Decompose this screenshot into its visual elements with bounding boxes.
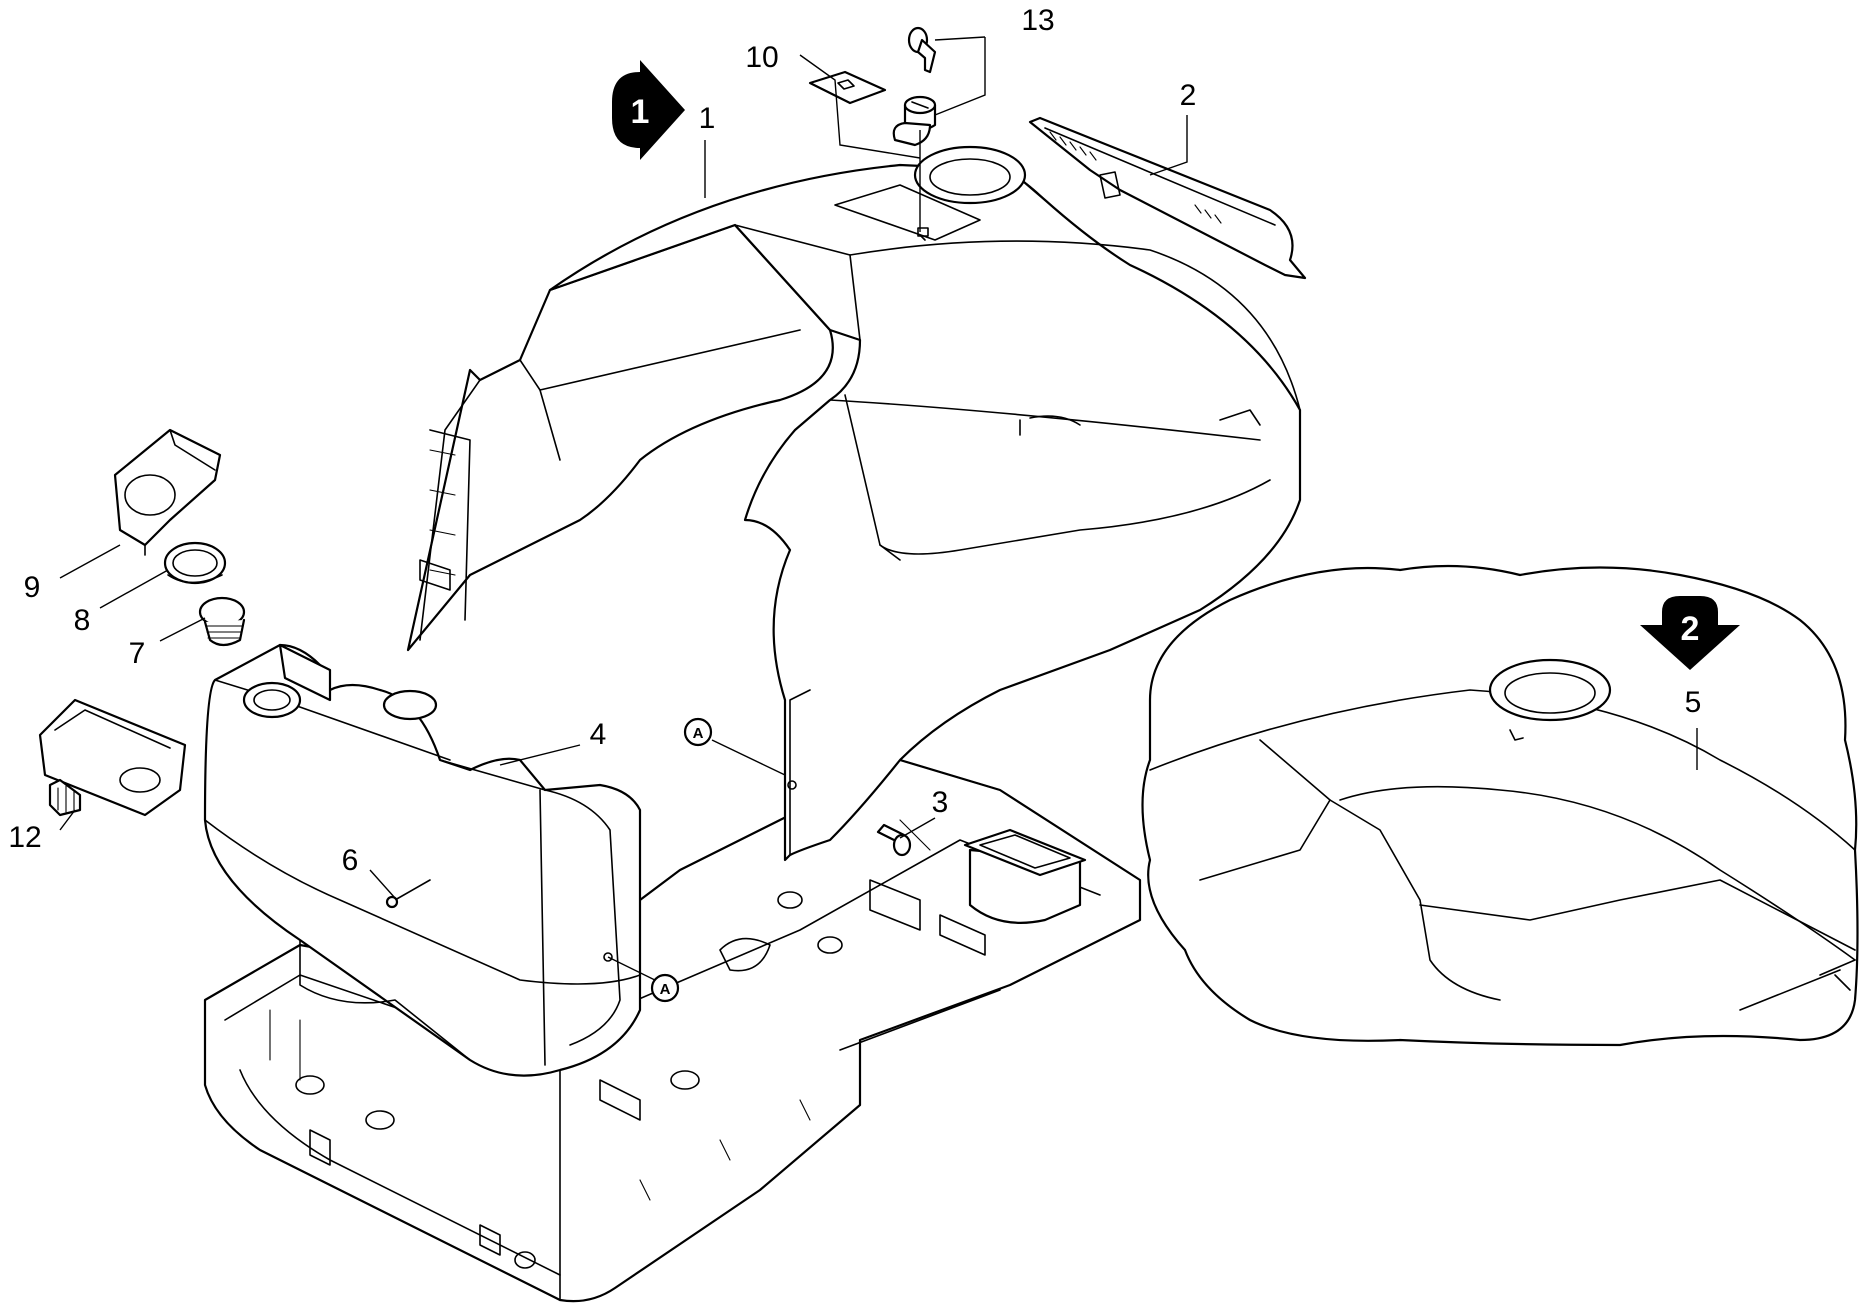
callout-labels: 1 2 3 4 5 6 7 8 9 10 12 13 — [8, 4, 1701, 877]
callout-6: 6 — [342, 844, 359, 877]
reference-point-label: A — [693, 725, 704, 742]
part-3-screw — [876, 823, 912, 857]
view-marker-label: 2 — [1681, 610, 1700, 648]
side-cover-panel — [1028, 116, 1307, 280]
part-12-holder — [38, 698, 187, 817]
leader-lines — [59, 36, 1698, 986]
callout-4: 4 — [590, 718, 607, 751]
callout-3: 3 — [932, 786, 949, 819]
part-7-filter — [198, 596, 246, 647]
reference-point-label: A — [660, 981, 671, 998]
view-marker-2: 2 — [1640, 596, 1740, 670]
reference-point-a-upper: A — [683, 717, 713, 747]
reference-point-a-lower: A — [650, 973, 680, 1003]
view-marker-label: 1 — [631, 93, 650, 131]
main-hood — [548, 145, 1302, 862]
part-9-cap — [113, 428, 222, 556]
water-tank — [203, 643, 642, 1077]
detail-view-2 — [1141, 564, 1859, 1047]
part-6-screw — [385, 879, 431, 909]
callout-8: 8 — [74, 604, 91, 637]
view-marker-1: 1 — [612, 60, 685, 160]
callout-5: 5 — [1685, 686, 1702, 719]
hood-left-panel — [406, 223, 834, 652]
callout-12: 12 — [8, 821, 41, 854]
callout-2: 2 — [1180, 79, 1197, 112]
base-switch-pod — [963, 828, 1087, 924]
part-8-ring — [163, 541, 227, 585]
callout-1: 1 — [699, 102, 716, 135]
callout-10: 10 — [745, 41, 778, 74]
hood-label-plate — [917, 227, 929, 237]
callout-7: 7 — [129, 637, 146, 670]
part-10-plate — [808, 70, 887, 105]
callout-13: 13 — [1021, 4, 1054, 37]
part-13-lock — [892, 95, 937, 147]
part-13-key — [907, 26, 937, 74]
callout-9: 9 — [24, 571, 41, 604]
